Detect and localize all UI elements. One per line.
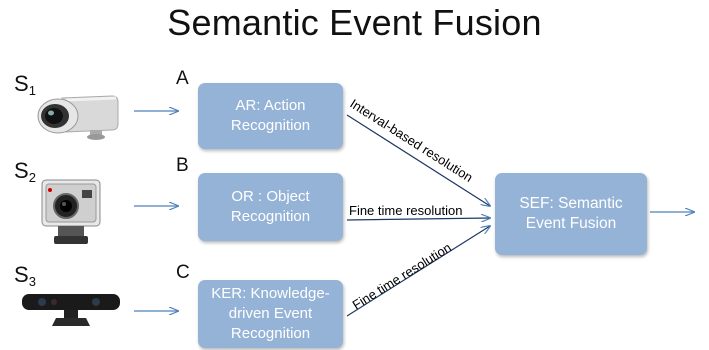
module-box-object-recognition: OR : Object Recognition xyxy=(198,173,343,241)
edge-label-a-to-sef: Interval-based resolution xyxy=(347,96,475,185)
sensor-label-s1: S1 xyxy=(14,71,36,98)
diagram-title: Semantic Event Fusion xyxy=(167,2,542,43)
arrow-c-to-sef xyxy=(346,226,490,317)
sensor-label-s3: S3 xyxy=(14,262,36,289)
ip-camera-icon xyxy=(37,95,119,140)
arrow-a-to-sef xyxy=(346,114,490,206)
fusion-box-semantic-event-fusion: SEF: Semantic Event Fusion xyxy=(495,173,647,255)
stream-letter-c: C xyxy=(176,262,190,283)
module-box-action-recognition: AR: Action Recognition xyxy=(198,83,343,149)
kinect-sensor-icon xyxy=(22,294,120,326)
module-box-knowledge-driven-event-recognition: KER: Knowledge-driven Event Recognition xyxy=(198,280,343,348)
sensor-label-s2: S2 xyxy=(14,158,36,185)
stream-letter-b: B xyxy=(176,155,189,176)
edge-label-b-to-sef: Fine time resolution xyxy=(349,203,462,218)
stream-letter-a: A xyxy=(176,68,189,89)
arrow-b-to-sef xyxy=(346,218,490,220)
edge-label-c-to-sef: Fine time resolution xyxy=(350,240,454,313)
action-camera-icon xyxy=(41,179,101,244)
